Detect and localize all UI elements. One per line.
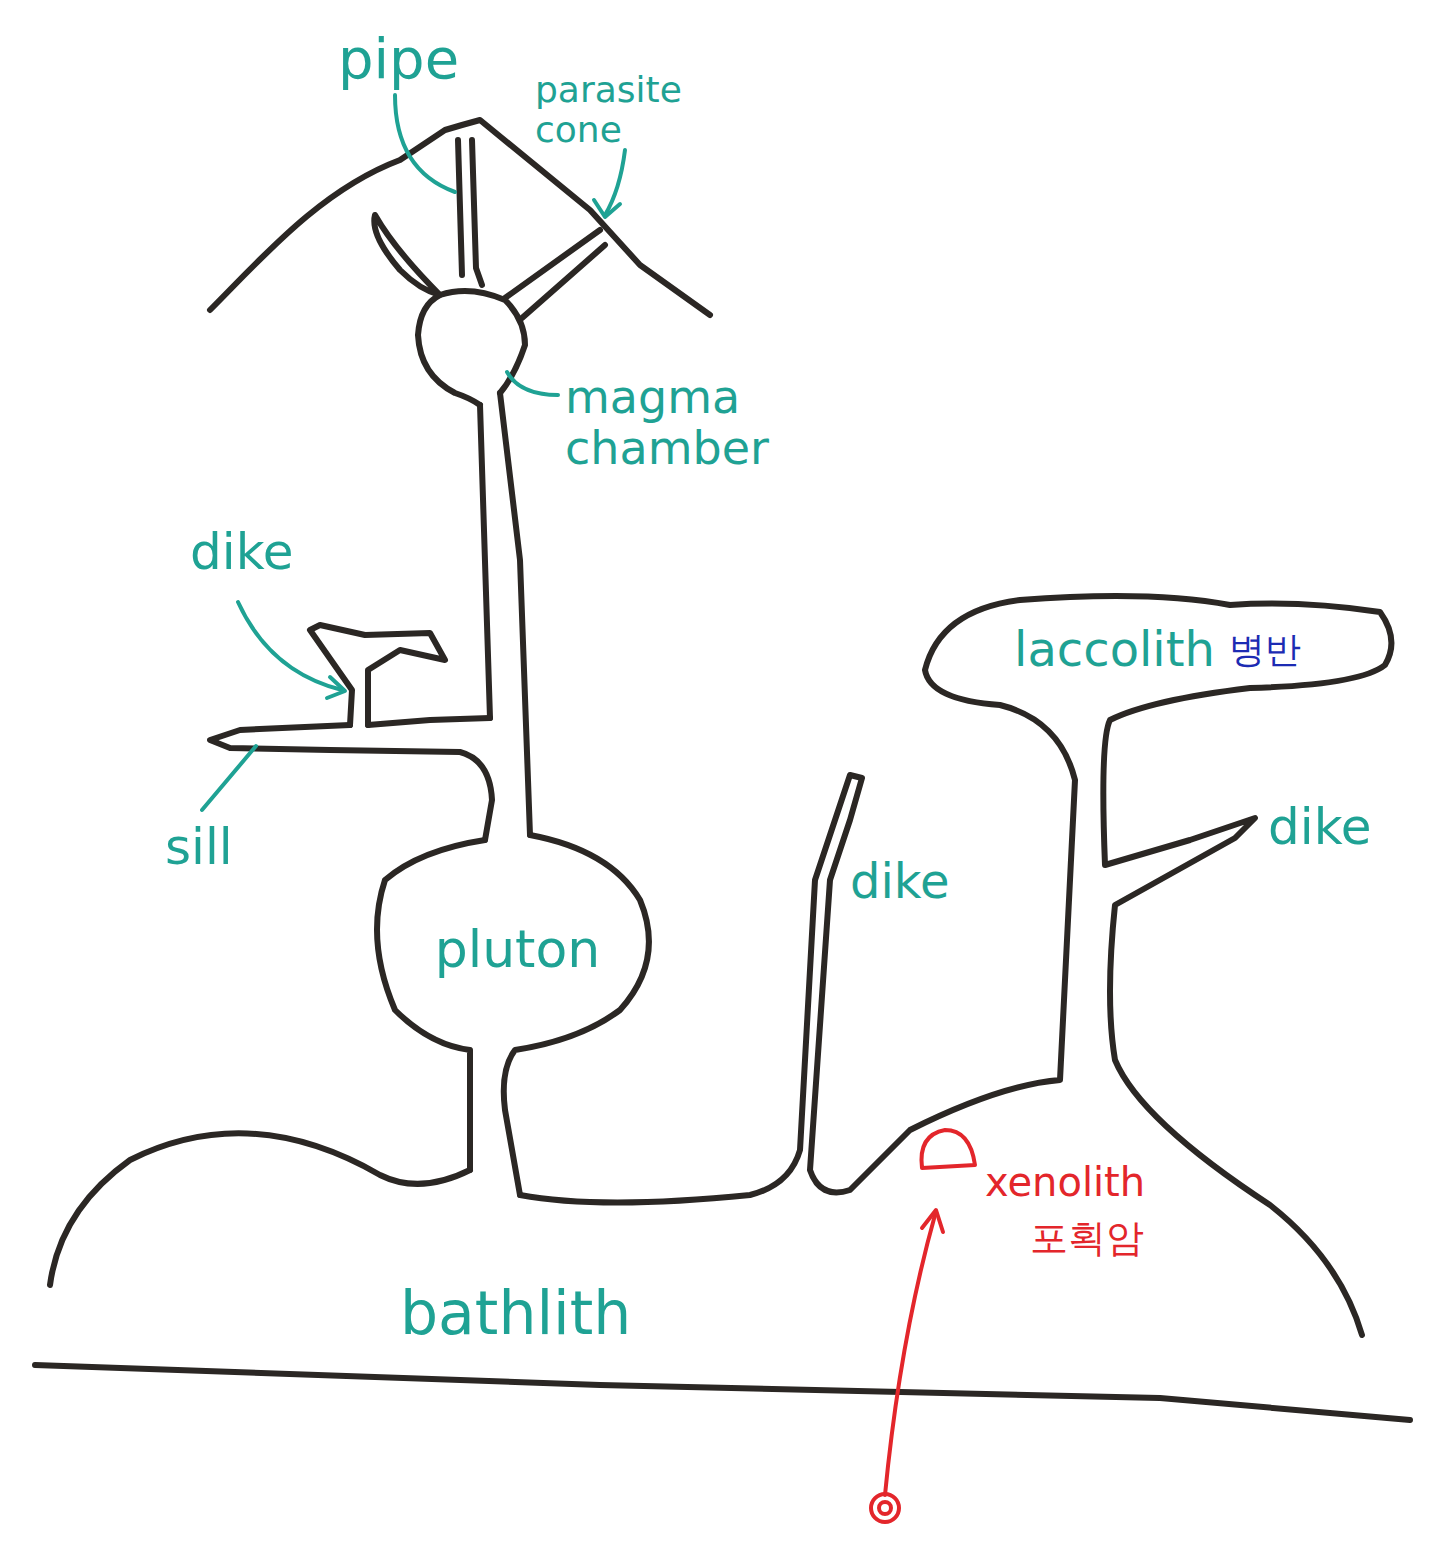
pipe-line (472, 140, 482, 285)
side-branch (374, 215, 440, 295)
part-label: parasite cone (535, 70, 710, 149)
intrusion-region: bathlith (60, 1200, 1350, 1350)
xenolith-shape (921, 1130, 975, 1168)
pluton-outline (504, 835, 649, 1195)
arrow-head (922, 1210, 943, 1232)
part-label: 포획암 (1030, 1218, 1144, 1260)
arrow-head (327, 677, 345, 698)
volcano-outline (210, 120, 710, 315)
intrusion-region: laccolith 병반 (935, 612, 1380, 687)
source-spiral (879, 1502, 891, 1514)
batholith-outline (50, 1133, 470, 1285)
leader-line (202, 746, 256, 810)
leader-line (395, 95, 455, 192)
sill-outline (210, 725, 492, 840)
korean-term: 병반 (1229, 630, 1301, 670)
leader-line (507, 372, 558, 395)
region-name: bathlith (400, 1280, 631, 1346)
dike-outline (310, 625, 445, 725)
source-spiral (871, 1494, 899, 1522)
part-label: dike (850, 855, 949, 908)
arrow-head (594, 200, 620, 217)
batholith-outline (520, 596, 1391, 1335)
leader-arrow (238, 602, 342, 690)
rising-arrow (885, 1215, 935, 1495)
ground-line (35, 1365, 1410, 1420)
part-label: xenolith (985, 1160, 1145, 1204)
part-label: pipe (338, 28, 459, 90)
conduit-line (480, 405, 490, 718)
part-label: magma chamber (565, 372, 865, 473)
region-name: laccolith (1014, 623, 1215, 676)
region-name: pluton (435, 921, 601, 978)
part-label: dike (1268, 800, 1372, 855)
part-label: sill (165, 820, 233, 875)
intrusion-region: pluton (395, 880, 640, 1020)
conduit-line (500, 393, 530, 835)
pluton-outline (377, 840, 485, 1170)
part-label: dike (190, 525, 294, 580)
pipe-line (458, 140, 462, 275)
magma-chamber-outline (418, 291, 525, 405)
parasite-branch (522, 245, 605, 318)
sill-outline (368, 718, 490, 725)
leader-arrow (605, 150, 625, 215)
